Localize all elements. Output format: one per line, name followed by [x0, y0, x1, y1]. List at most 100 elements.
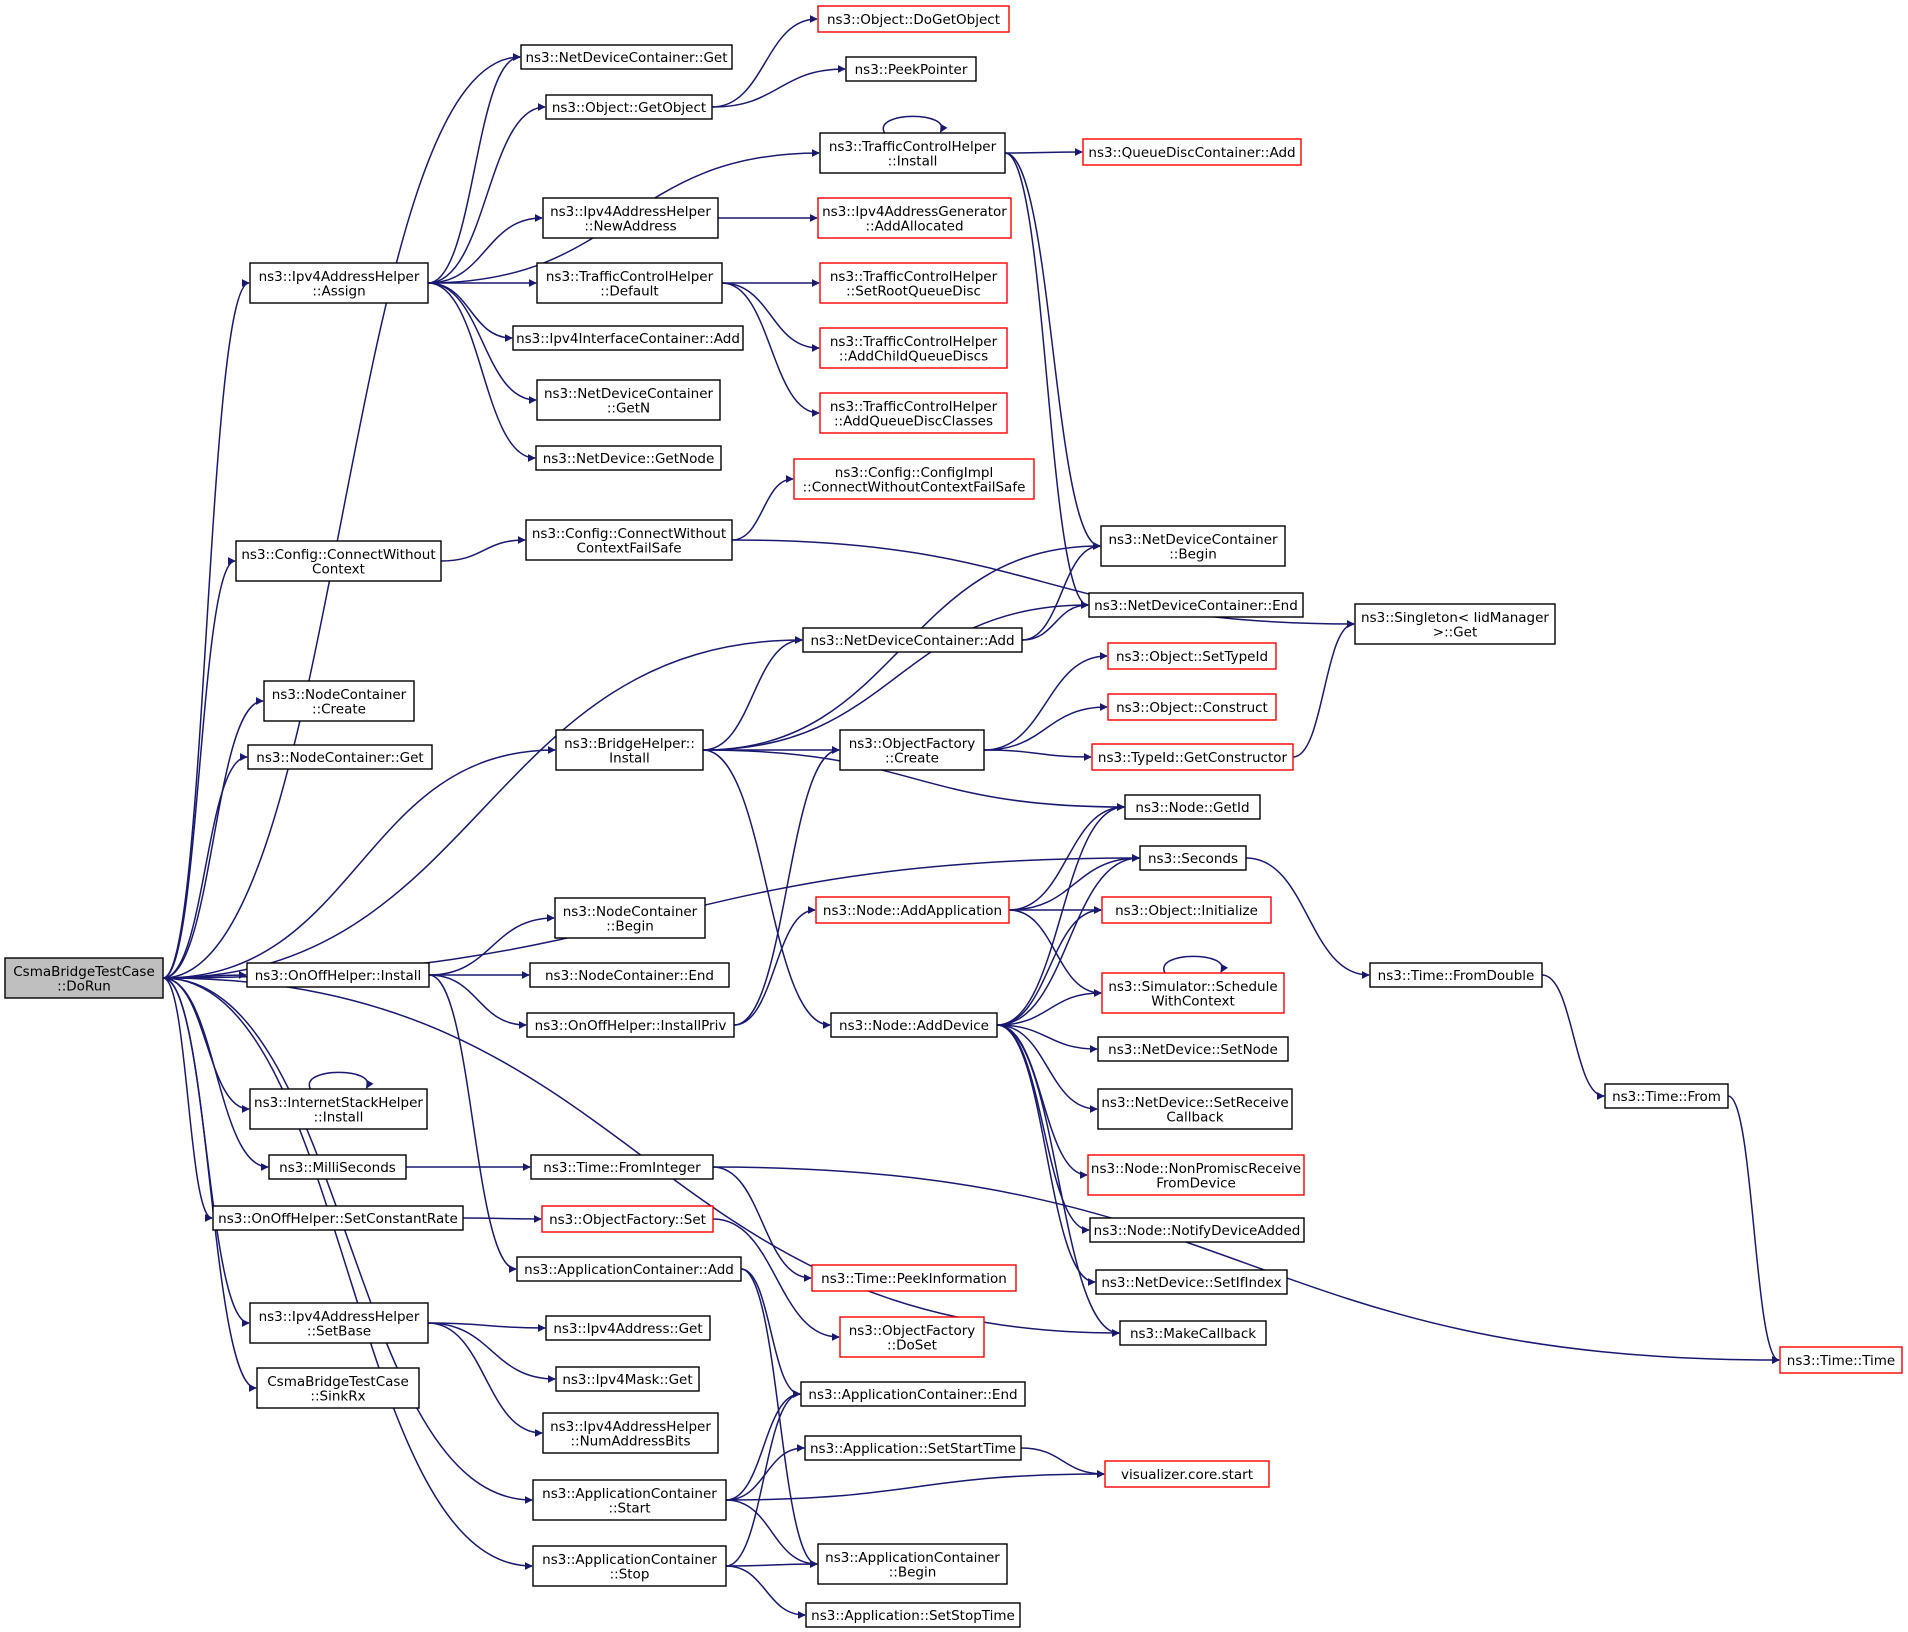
function-node-ipv4ah-numbits[interactable]: ns3::Ipv4AddressHelper::NumAddressBits [542, 1412, 719, 1454]
function-node-node-addapp[interactable]: ns3::Node::AddApplication [815, 896, 1010, 924]
node-box [542, 197, 719, 239]
function-node-seconds[interactable]: ns3::Seconds [1139, 845, 1247, 871]
node-label-line: ns3::Node::NonPromiscReceive [1091, 1161, 1301, 1177]
function-nodes: CsmaBridgeTestCase::DoRun ns3::NetDeviceC… [4, 5, 1903, 1628]
function-node-typeid-getctor[interactable]: ns3::TypeId::GetConstructor [1091, 743, 1294, 771]
function-node-node-getid[interactable]: ns3::Node::GetId [1124, 794, 1261, 820]
function-node-obj-getobject[interactable]: ns3::Object::GetObject [545, 94, 713, 120]
function-node-ndc-getn[interactable]: ns3::NetDeviceContainer::GetN [536, 379, 721, 421]
function-node-cfgimpl-connect[interactable]: ns3::Config::ConfigImpl::ConnectWithoutC… [793, 458, 1035, 500]
call-edge-root-to-sinkrx [162, 977, 257, 1392]
function-node-ac-begin[interactable]: ns3::ApplicationContainer::Begin [817, 1543, 1008, 1585]
function-node-node-adddevice[interactable]: ns3::Node::AddDevice [830, 1012, 998, 1038]
function-node-peekpointer[interactable]: ns3::PeekPointer [845, 56, 977, 82]
function-node-nc-create[interactable]: ns3::NodeContainer::Create [263, 680, 415, 722]
function-node-tch-default[interactable]: ns3::TrafficControlHelper::Default [536, 262, 723, 304]
function-node-cfg-connectfs[interactable]: ns3::Config::ConnectWithoutContextFailSa… [525, 519, 733, 561]
function-node-tch-addchild[interactable]: ns3::TrafficControlHelper::AddChildQueue… [819, 327, 1008, 369]
function-node-time-frominteger[interactable]: ns3::Time::FromInteger [530, 1154, 714, 1180]
function-node-qdc-add[interactable]: ns3::QueueDiscContainer::Add [1082, 138, 1302, 166]
call-edge-root-to-ipv4ah-assign [162, 279, 250, 979]
node-label-line: ns3::TrafficControlHelper [546, 269, 714, 285]
function-node-makecallback[interactable]: ns3::MakeCallback [1119, 1320, 1267, 1346]
function-node-ndc-get[interactable]: ns3::NetDeviceContainer::Get [520, 44, 733, 70]
function-node-ac-add[interactable]: ns3::ApplicationContainer::Add [516, 1256, 742, 1282]
function-node-nc-begin[interactable]: ns3::NodeContainer::Begin [554, 897, 706, 939]
call-edge-of-create-to-typeid-getctor [983, 749, 1092, 761]
node-box [845, 56, 977, 82]
function-node-app-setstart[interactable]: ns3::Application::SetStartTime [804, 1435, 1022, 1461]
node-label-line: Context [312, 561, 365, 577]
function-node-time-peekinfo[interactable]: ns3::Time::PeekInformation [811, 1264, 1017, 1292]
function-node-time-from[interactable]: ns3::Time::From [1604, 1083, 1729, 1109]
node-box [839, 1316, 985, 1358]
node-box [811, 1264, 1017, 1292]
function-node-obj-settypeid[interactable]: ns3::Object::SetTypeId [1107, 642, 1277, 670]
function-node-ipv4ah-assign[interactable]: ns3::Ipv4AddressHelper::Assign [249, 262, 429, 304]
function-node-onoff-install[interactable]: ns3::OnOffHelper::Install [246, 962, 430, 988]
function-node-ac-stop[interactable]: ns3::ApplicationContainer::Stop [532, 1545, 727, 1587]
function-node-nd-setnode[interactable]: ns3::NetDevice::SetNode [1097, 1036, 1289, 1062]
function-node-tch-addclasses[interactable]: ns3::TrafficControlHelper::AddQueueDiscC… [819, 392, 1008, 434]
function-node-tch-install[interactable]: ns3::TrafficControlHelper::Install [819, 132, 1006, 174]
node-box [530, 1154, 714, 1180]
function-node-obj-construct[interactable]: ns3::Object::Construct [1107, 693, 1277, 721]
function-node-viz-start[interactable]: visualizer.core.start [1104, 1460, 1270, 1488]
node-box [819, 132, 1006, 174]
function-node-ipv4addr-get[interactable]: ns3::Ipv4Address::Get [545, 1315, 711, 1341]
function-node-onoff-installpriv[interactable]: ns3::OnOffHelper::InstallPriv [526, 1012, 735, 1038]
function-node-nd-setifindex[interactable]: ns3::NetDevice::SetIfIndex [1095, 1269, 1288, 1295]
node-box [263, 680, 415, 722]
function-node-obj-initialize[interactable]: ns3::Object::Initialize [1101, 896, 1272, 924]
node-box [1604, 1083, 1729, 1109]
function-node-app-setstop[interactable]: ns3::Application::SetStopTime [805, 1602, 1021, 1628]
function-node-time-time[interactable]: ns3::Time::Time [1779, 1346, 1903, 1374]
call-edge-root-to-ac-start [162, 977, 533, 1504]
function-node-ndc-add[interactable]: ns3::NetDeviceContainer::Add [802, 627, 1023, 653]
node-box [532, 1479, 727, 1521]
call-edge-cfg-connectfs-to-singleton-get [731, 539, 1355, 628]
function-node-ac-start[interactable]: ns3::ApplicationContainer::Start [532, 1479, 727, 1521]
function-node-sinkrx[interactable]: CsmaBridgeTestCase::SinkRx [256, 1367, 420, 1409]
call-edge-ipv4ah-assign-to-nd-getnode [427, 282, 536, 462]
function-node-singleton-get[interactable]: ns3::Singleton< IidManager>::Get [1354, 603, 1556, 645]
node-label-line: ::Install [314, 1109, 364, 1125]
function-node-nc-get[interactable]: ns3::NodeContainer::Get [247, 744, 433, 770]
function-node-milliseconds[interactable]: ns3::MilliSeconds [268, 1154, 407, 1180]
function-node-onoff-setrate[interactable]: ns3::OnOffHelper::SetConstantRate [212, 1205, 464, 1231]
function-node-node-notifyadded[interactable]: ns3::Node::NotifyDeviceAdded [1089, 1217, 1305, 1243]
function-node-tch-setroot[interactable]: ns3::TrafficControlHelper::SetRootQueueD… [819, 262, 1008, 304]
call-edge-ac-stop-to-app-setstop [725, 1565, 806, 1619]
function-node-cfg-connectnc[interactable]: ns3::Config::ConnectWithoutContext [235, 540, 442, 582]
function-node-ndc-begin[interactable]: ns3::NetDeviceContainer::Begin [1100, 525, 1286, 567]
function-node-nc-end[interactable]: ns3::NodeContainer::End [529, 962, 730, 988]
function-node-ipv4ah-newaddress[interactable]: ns3::Ipv4AddressHelper::NewAddress [542, 197, 719, 239]
node-box [1097, 1036, 1289, 1062]
function-node-ipv4ic-add[interactable]: ns3::Ipv4InterfaceContainer::Add [512, 325, 744, 351]
function-node-ish-install[interactable]: ns3::InternetStackHelper::Install [249, 1088, 428, 1130]
function-node-ipv4ah-setbase[interactable]: ns3::Ipv4AddressHelper::SetBase [249, 1302, 429, 1344]
call-edge-node-adddevice-to-nd-setrecvcb [996, 1024, 1098, 1113]
function-node-nd-getnode[interactable]: ns3::NetDevice::GetNode [535, 445, 722, 471]
node-box [1119, 1320, 1267, 1346]
function-node-ipv4mask-get[interactable]: ns3::Ipv4Mask::Get [555, 1366, 700, 1392]
node-label-line: ns3::TrafficControlHelper [829, 139, 997, 155]
node-label-line: ns3::Ipv4AddressGenerator [822, 204, 1007, 220]
function-node-bh-install[interactable]: ns3::BridgeHelper::Install [555, 729, 704, 771]
function-node-of-create[interactable]: ns3::ObjectFactory::Create [839, 729, 985, 771]
function-node-of-doset[interactable]: ns3::ObjectFactory::DoSet [839, 1316, 985, 1358]
call-edge-ac-start-to-viz-start [725, 1470, 1105, 1501]
function-node-root[interactable]: CsmaBridgeTestCase::DoRun [4, 957, 164, 999]
call-edge-tch-install-to-tch-install [882, 115, 948, 134]
function-node-time-fromdouble[interactable]: ns3::Time::FromDouble [1369, 962, 1543, 988]
function-node-obj-dogetobject[interactable]: ns3::Object::DoGetObject [817, 5, 1010, 33]
call-edge-cfg-connectfs-to-cfgimpl-connect [731, 475, 794, 541]
function-node-ndc-end[interactable]: ns3::NetDeviceContainer::End [1088, 592, 1304, 618]
function-node-of-set[interactable]: ns3::ObjectFactory::Set [541, 1205, 714, 1233]
function-node-ipv4ag-addallocated[interactable]: ns3::Ipv4AddressGenerator::AddAllocated [817, 197, 1012, 239]
function-node-ac-end[interactable]: ns3::ApplicationContainer::End [800, 1381, 1026, 1407]
